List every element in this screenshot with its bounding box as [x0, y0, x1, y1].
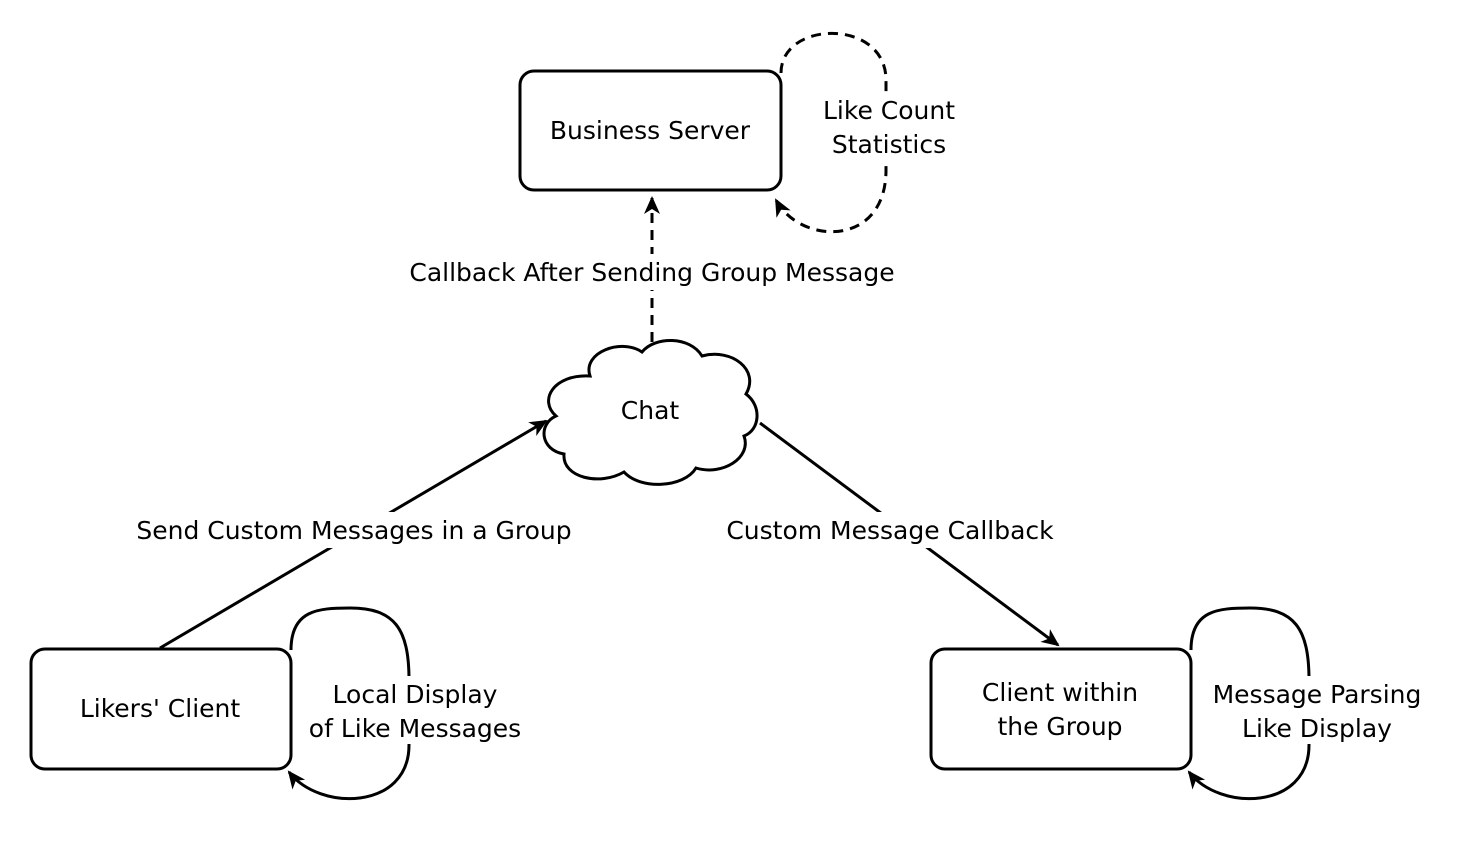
parsing-display-label-bg: [1202, 676, 1432, 744]
likers-client-node: [29, 647, 293, 771]
group-client-label-line1: Client within: [982, 678, 1138, 707]
like-count-label-bg: [816, 92, 962, 160]
like-count-label-line2: Statistics: [832, 130, 946, 159]
local-display-label-bg: [298, 676, 532, 744]
local-display-label-line2: of Like Messages: [309, 714, 521, 743]
parsing-display-label-line2: Like Display: [1242, 714, 1392, 743]
parsing-display-label-line1: Message Parsing: [1213, 680, 1422, 709]
group-client-node: [929, 647, 1193, 771]
like-count-label-line1: Like Count: [823, 96, 955, 125]
group-client-label-line2: the Group: [997, 712, 1122, 741]
custom-callback-label-bg: [714, 512, 1066, 548]
send-label-bg: [120, 512, 588, 548]
parsing-display-loop: [1187, 606, 1311, 800]
chat-label: Chat: [621, 396, 680, 425]
local-display-label-line1: Local Display: [333, 680, 498, 709]
business-server-node: [518, 69, 783, 192]
callback-after-send-label: Callback After Sending Group Message: [409, 258, 894, 287]
custom-message-callback-label: Custom Message Callback: [726, 516, 1054, 545]
business-server-label: Business Server: [550, 116, 751, 145]
callback-label-bg: [392, 254, 912, 290]
local-display-loop: [287, 606, 411, 800]
send-custom-messages-label: Send Custom Messages in a Group: [136, 516, 571, 545]
likers-client-label: Likers' Client: [80, 694, 241, 723]
chat-cloud-node: [542, 339, 759, 486]
